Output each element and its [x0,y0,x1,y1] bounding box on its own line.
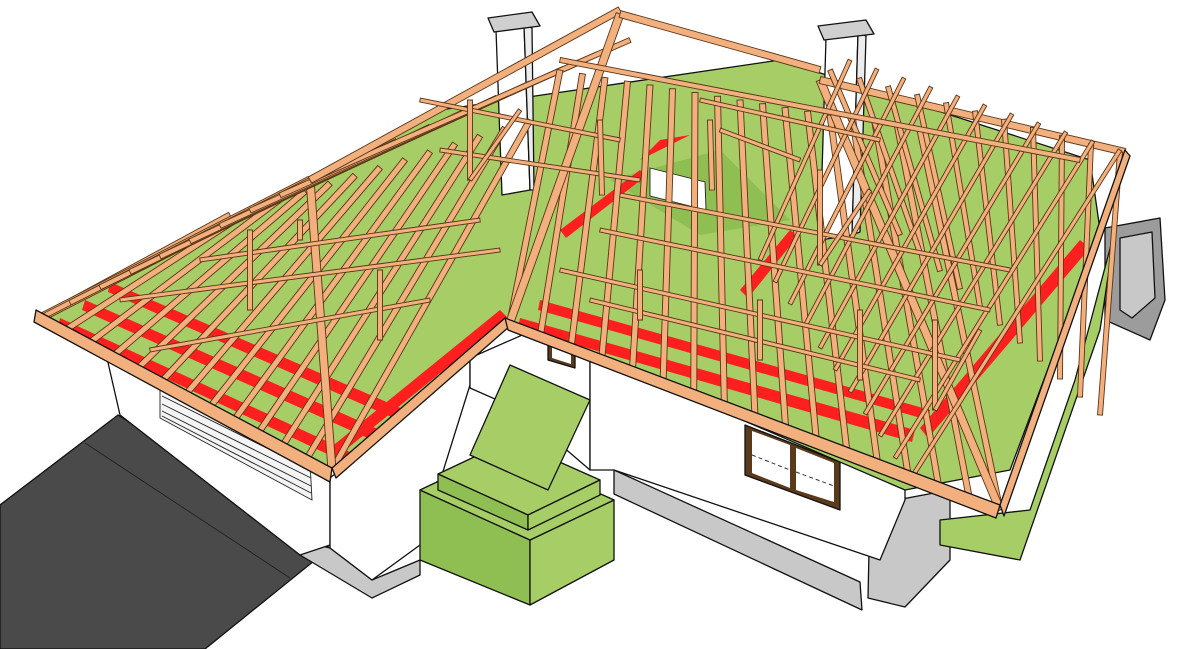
rafter [817,188,873,267]
driveway [0,414,331,649]
rafter [817,94,961,350]
walls [103,324,906,581]
rafter [832,103,988,372]
rafter [637,269,643,321]
rafter [817,169,823,266]
rafter [199,217,481,263]
timber-frame [37,6,1127,513]
rafter [119,247,501,303]
rafter [149,297,431,353]
rafter [559,57,1081,163]
rafter [932,328,983,412]
rafter [377,269,383,341]
rafter [718,127,802,163]
rafter [247,229,253,311]
rafter [877,130,1069,438]
terrace [419,364,615,606]
window-right [744,424,841,511]
rafter [597,119,605,196]
rafter [699,97,881,143]
membrane-strips [58,135,1090,460]
rafter [467,99,473,181]
rafter [892,139,1096,460]
rafter [297,219,303,241]
rafter [619,192,1011,273]
rafter [618,10,822,74]
rafter [932,319,938,411]
plinth [299,217,1166,611]
rafter [862,121,1042,416]
rafter [588,297,922,383]
rafter [690,92,699,393]
rafter [307,6,623,184]
rafter [857,309,863,381]
rafter [439,147,641,183]
eaves-plate [33,149,1131,519]
rafter [599,227,991,313]
rafter [467,108,523,182]
rafter [757,299,763,361]
rafter [707,119,715,191]
